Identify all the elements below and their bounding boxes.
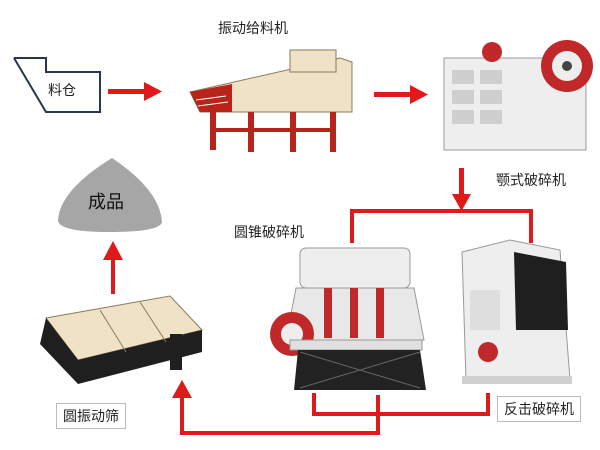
arrow-screen-to-product <box>103 241 123 294</box>
screen-label: 圆振动筛 <box>56 403 126 429</box>
arrow-feeder-to-jaw <box>374 85 428 104</box>
cone-crusher-icon <box>270 247 426 390</box>
arrow-bin-to-feeder <box>108 82 162 101</box>
loop-cone-impact <box>312 209 533 416</box>
jaw-crusher-label: 颚式破碎机 <box>496 173 566 189</box>
bin-icon <box>13 57 101 113</box>
bin-label: 料仓 <box>48 83 76 99</box>
cone-crusher-label: 圆锥破碎机 <box>234 225 304 241</box>
product-label: 成品 <box>88 192 124 213</box>
jaw-crusher-icon <box>443 40 593 151</box>
vibrating-screen-icon <box>40 295 203 384</box>
product-blob-icon <box>58 158 162 232</box>
vibrating-feeder-icon <box>189 49 353 152</box>
arrow-jaw-down <box>452 168 471 211</box>
feeder-label: 振动给料机 <box>218 21 288 37</box>
impact-crusher-icon <box>461 239 572 384</box>
impact-crusher-label: 反击破碎机 <box>497 396 581 422</box>
arrow-to-screen <box>172 380 380 435</box>
